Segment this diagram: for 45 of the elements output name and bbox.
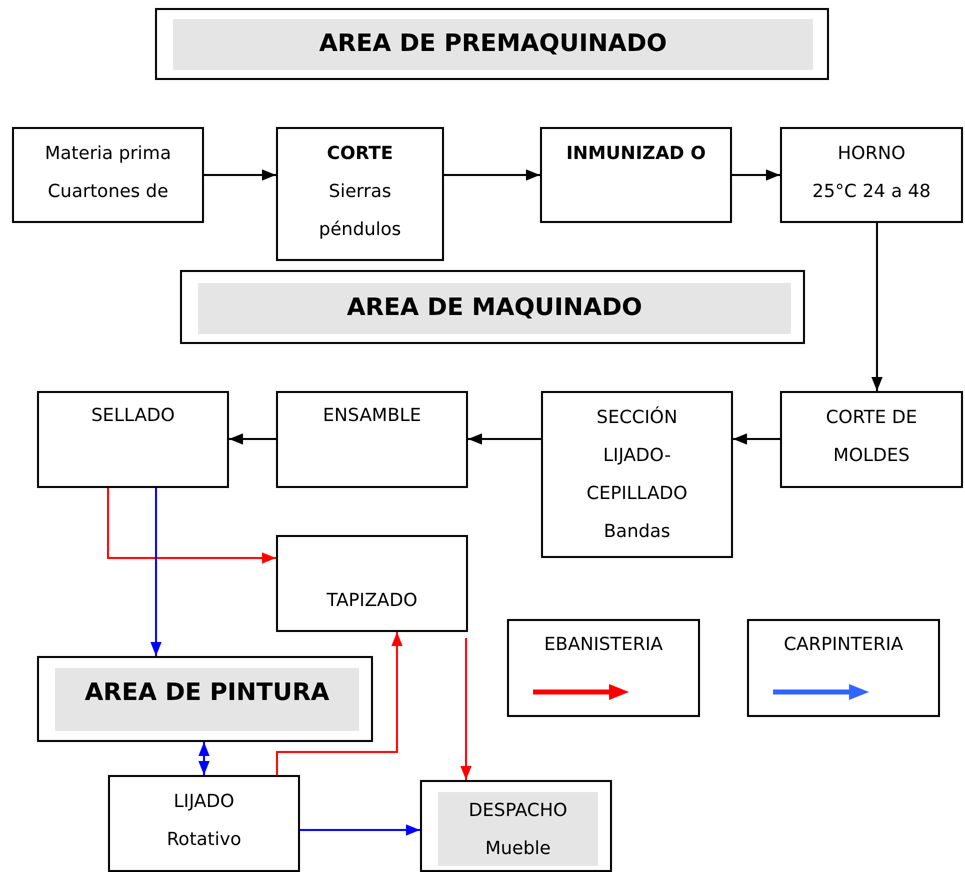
process-box — [276, 127, 444, 261]
process-box — [12, 127, 204, 223]
arrow — [204, 169, 276, 181]
process-box — [780, 127, 963, 223]
arrow — [150, 488, 162, 656]
arrow — [107, 488, 276, 564]
step-label: DESPACHO Mueble — [468, 799, 568, 861]
arrow — [468, 433, 541, 445]
step-label: 25°C 24 a 48 — [811, 180, 932, 204]
area-title: AREA DE PREMAQUINADO — [318, 28, 668, 59]
area-title: AREA DE PINTURA — [84, 677, 330, 708]
process-box — [780, 391, 963, 488]
step-label: Sierras péndulos — [318, 180, 402, 242]
process-box — [420, 780, 612, 872]
arrow — [733, 433, 780, 445]
step-label: Materia prima Cuartones de — [44, 142, 172, 204]
arrow — [871, 223, 883, 391]
legend-label: EBANISTERIA — [543, 633, 664, 657]
process-box — [37, 391, 229, 488]
arrow — [300, 824, 420, 836]
step-label: TAPIZADO — [326, 589, 418, 613]
step-label: SECCIÓN LIJADO- CEPILLADO Bandas — [586, 405, 688, 544]
arrow — [198, 742, 210, 775]
area-title: AREA DE MAQUINADO — [346, 292, 644, 323]
step-label: ENSAMBLE — [322, 404, 422, 428]
process-box — [108, 775, 300, 872]
step-label: SELLADO — [90, 404, 176, 428]
arrow — [229, 433, 276, 445]
arrow — [444, 169, 540, 181]
title-box — [180, 270, 805, 344]
legend-label: CARPINTERIA — [782, 633, 904, 657]
title-box — [155, 8, 829, 80]
step-label: INMUNIZAD O — [565, 142, 707, 166]
arrow — [276, 632, 403, 775]
process-box — [276, 391, 468, 488]
process-box — [541, 391, 733, 558]
step-title: CORTE — [326, 142, 394, 166]
arrow — [460, 638, 472, 780]
process-box — [540, 127, 732, 223]
arrow — [732, 169, 780, 181]
step-title: HORNO — [836, 142, 906, 166]
title-box — [37, 656, 373, 742]
process-box — [276, 535, 468, 632]
step-label: LIJADO Rotativo — [166, 790, 242, 852]
step-label: CORTE DE MOLDES — [824, 406, 918, 468]
